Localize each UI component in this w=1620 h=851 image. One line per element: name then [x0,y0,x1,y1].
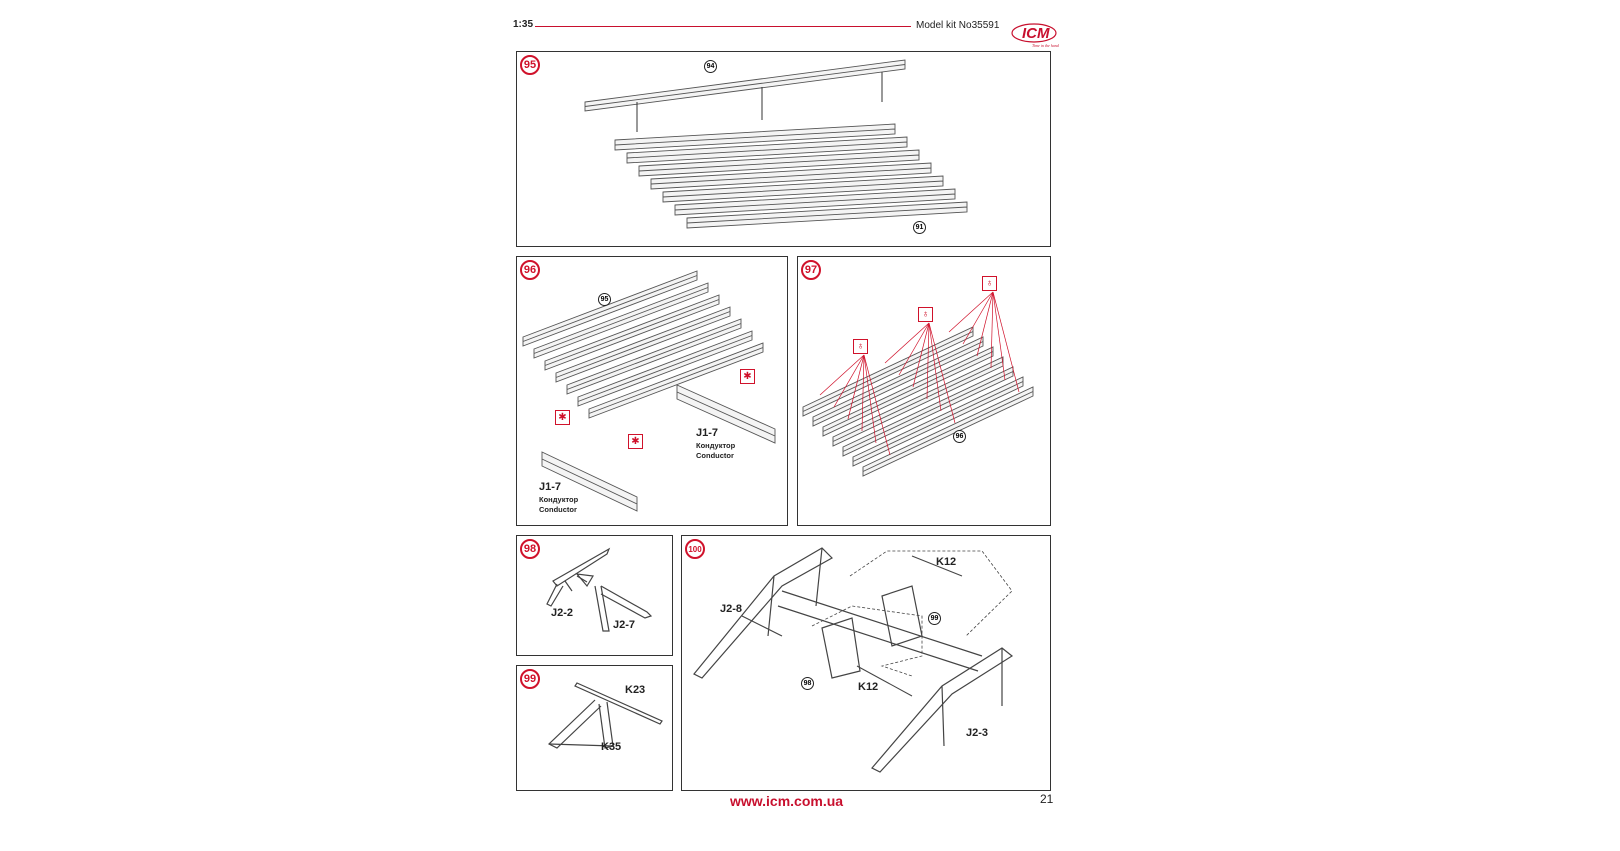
part-label: K23 [625,684,646,696]
jig-label-ru: Кондуктор [539,495,579,504]
rail [588,342,764,419]
part-label: K12 [936,556,957,568]
part-label: J1-7 [539,481,562,493]
subassembly-ref: 99 [928,612,941,625]
rail [674,188,956,216]
svg-text:ICM: ICM [1022,25,1050,42]
step-95-panel: 95 94 91 [516,51,1051,247]
part-label: J2-3 [966,727,989,739]
rails-glue-illustration [802,291,1034,477]
jig-label-en: Conductor [696,451,734,460]
rails-illustration [584,59,968,229]
no-glue-icon: ✱ [628,434,643,449]
rail [566,318,742,395]
rail [676,384,776,444]
step-number: 96 [520,260,540,280]
website-link[interactable]: www.icm.com.ua [730,793,844,809]
rail [555,306,731,383]
rail [822,346,994,437]
rail [638,149,920,177]
subassembly-ref: 95 [598,293,611,306]
svg-text:Time in the hand: Time in the hand [1032,43,1060,48]
step-number: 98 [520,539,540,559]
rail [533,282,709,359]
rail [852,376,1024,467]
rails-and-jig-illustration [522,270,776,512]
model-kit-number: Model kit No35591 [916,20,1000,31]
glue-icon: ♁ [853,339,868,354]
part-label: J1-7 [696,427,719,439]
step-number: 100 [685,539,705,559]
part-label: J2-2 [551,607,574,619]
glue-icon: ♁ [982,276,997,291]
part-label: J2-7 [613,619,636,631]
subassembly-ref: 94 [704,60,717,73]
step-number: 95 [520,55,540,75]
jig-label-en: Conductor [539,505,577,514]
subassembly-ref: 91 [913,221,926,234]
page-number: 21 [1040,792,1054,806]
rail [650,162,932,190]
part-label: J2-8 [720,603,743,615]
rail [812,336,984,427]
rail [686,201,968,229]
no-glue-icon: ✱ [740,369,755,384]
step-number: 99 [520,669,540,689]
step-number: 97 [801,260,821,280]
rail [842,366,1014,457]
rail [584,59,906,112]
subassembly-ref: 96 [953,430,966,443]
step-98-panel: 98 J2-2 J2-7 [516,535,673,656]
scale-label: 1:35 [513,19,534,30]
step-100-panel: 100 K12 J2-8 K12 J2-3 99 98 [681,535,1051,791]
glue-icon: ♁ [918,307,933,322]
step-97-panel: 97 ♁ ♁ ♁ 96 [797,256,1051,526]
support-illustration [547,682,663,749]
no-glue-icon: ✱ [555,410,570,425]
rail [541,451,638,512]
icm-logo: ICM Time in the hand [1010,17,1062,49]
subassembly-ref: 98 [801,677,814,690]
header-divider [535,26,911,27]
jig-label-ru: Кондуктор [696,441,736,450]
step-96-panel: 96 95 ✱ ✱ ✱ J1-7 Кондуктор Conductor J1-… [516,256,788,526]
rail [614,123,896,151]
part-label: K12 [858,681,879,693]
rail [662,175,944,203]
rail [544,294,720,371]
rail [626,136,908,164]
support-frame-illustration [546,547,653,632]
rail [522,270,698,347]
step-99-panel: 99 K23 K35 [516,665,673,791]
part-label: K35 [601,741,622,753]
rail [802,326,974,417]
rail [862,386,1034,477]
rail [577,330,753,407]
frame-assembly-illustration [693,547,1014,773]
